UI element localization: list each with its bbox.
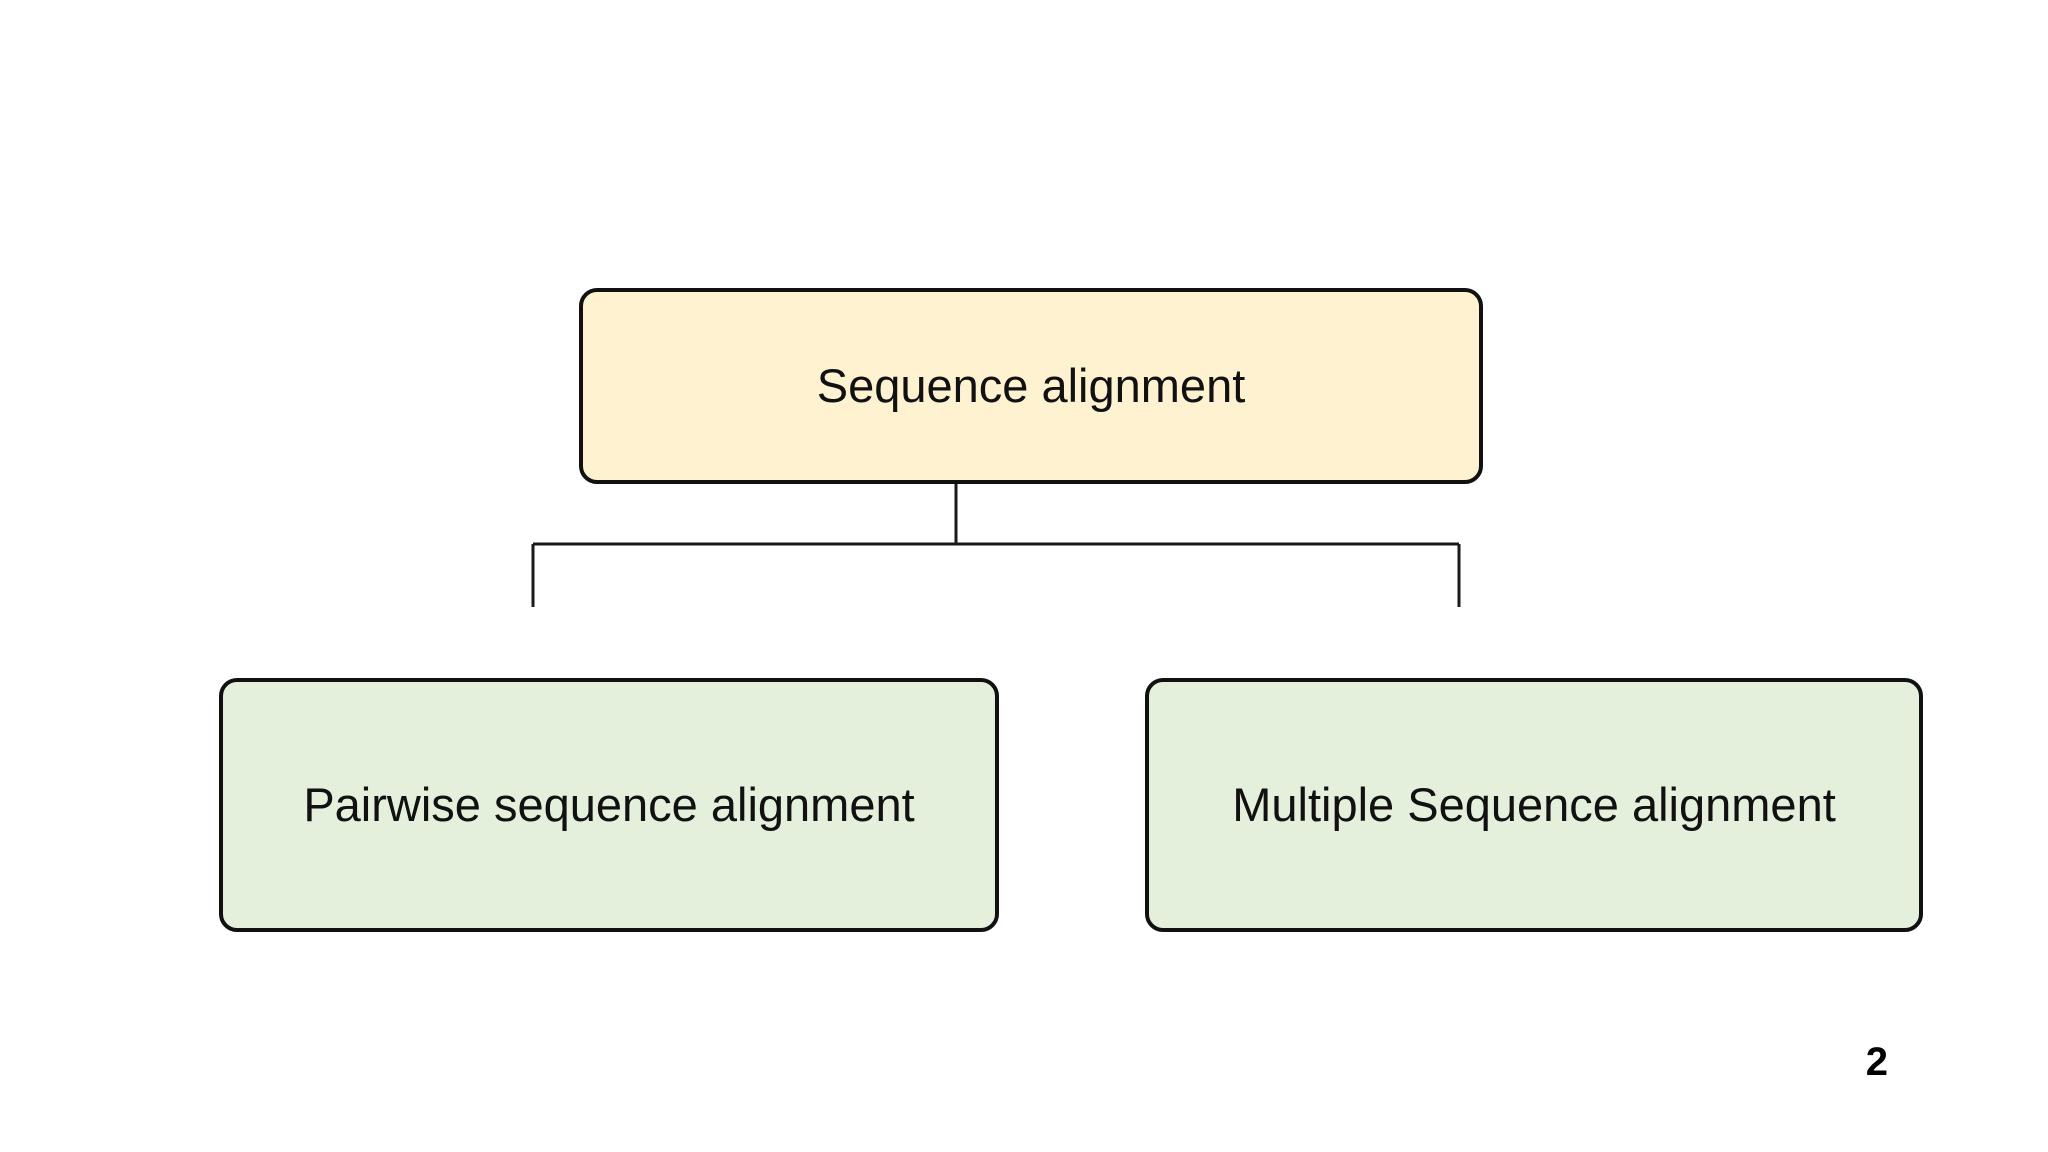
child-node-pairwise-label: Pairwise sequence alignment bbox=[303, 778, 915, 832]
child-node-multiple-label: Multiple Sequence alignment bbox=[1232, 778, 1836, 832]
root-node-label: Sequence alignment bbox=[816, 359, 1246, 413]
root-node-sequence-alignment: Sequence alignment bbox=[579, 288, 1483, 484]
page-number: 2 bbox=[1865, 1040, 1888, 1084]
child-node-pairwise: Pairwise sequence alignment bbox=[219, 678, 999, 932]
child-node-multiple: Multiple Sequence alignment bbox=[1145, 678, 1923, 932]
